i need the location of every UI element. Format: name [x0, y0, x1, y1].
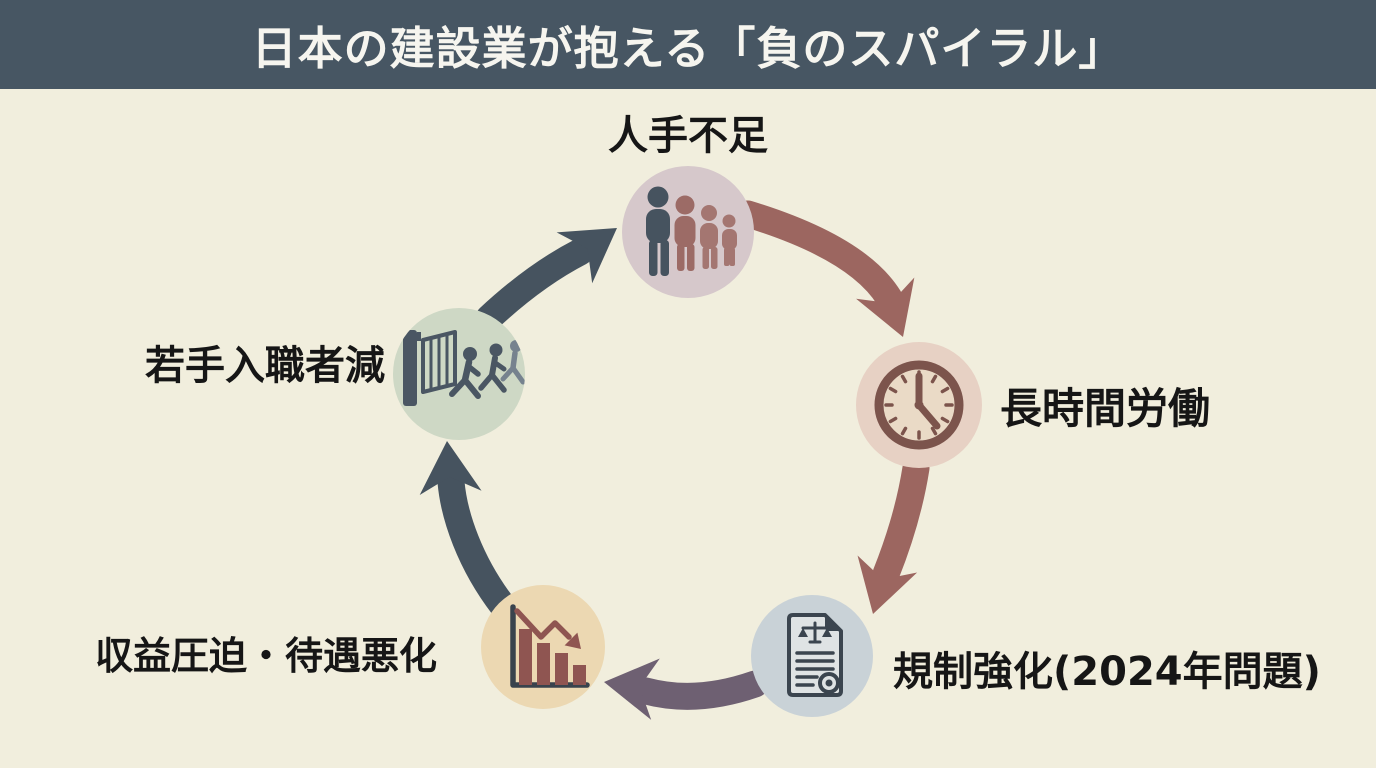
arrow-labor-to-hours-icon: [734, 200, 915, 337]
legal-document-icon: [787, 613, 843, 697]
label-regulation-2024: 規制強化(2024年問題): [893, 649, 1321, 695]
node-regulation-2024: [751, 595, 873, 717]
node-fewer-young-entrants: [393, 308, 525, 440]
arrow-hours-to-regulation-icon: [857, 454, 930, 614]
arrow-profit-to-youth-icon: [419, 441, 517, 620]
walking-person-icon: [449, 347, 481, 399]
walking-person-icon: [500, 340, 525, 385]
node-labor-shortage: [622, 166, 754, 298]
arrow-youth-to-labor-icon: [475, 228, 617, 332]
label-fewer-young-entrants: 若手入職者減: [145, 343, 385, 389]
label-labor-shortage: 人手不足: [608, 113, 768, 159]
declining-bar-chart-icon: [510, 604, 590, 688]
people-group-icon: [646, 186, 737, 276]
page-title: 日本の建設業が抱える「負のスパイラル」: [251, 22, 1125, 75]
workers-leaving-gate-icon: [403, 330, 525, 406]
clock-icon: [874, 360, 964, 450]
title-bar: 日本の建設業が抱える「負のスパイラル」: [0, 0, 1376, 89]
label-long-working-hours: 長時間労働: [1000, 384, 1211, 433]
node-profit-squeeze: [481, 585, 605, 709]
scales-of-justice-icon: [798, 621, 832, 644]
node-long-working-hours: [856, 342, 982, 468]
arrow-regulation-to-profit-icon: [604, 658, 769, 720]
walking-person-icon: [478, 343, 507, 393]
label-profit-squeeze: 収益圧迫・待遇悪化: [94, 634, 437, 678]
